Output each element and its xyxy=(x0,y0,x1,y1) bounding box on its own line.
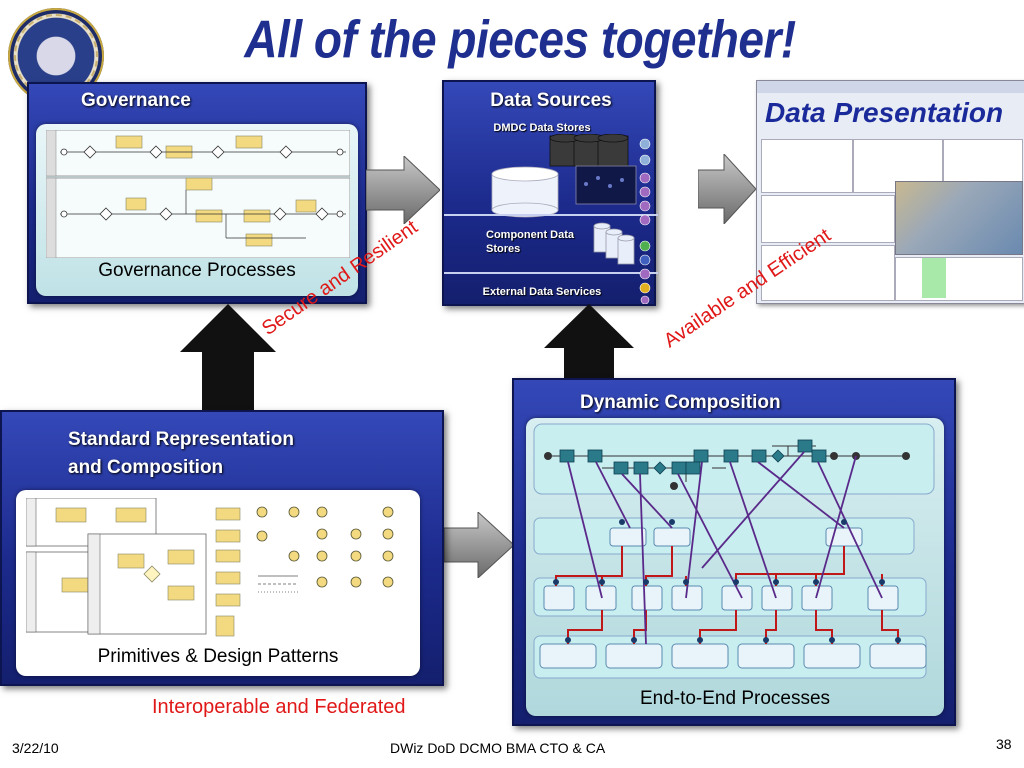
data-sources-panel: Data Sources DMDC Data Stores Component … xyxy=(442,80,658,306)
governance-caption: Governance Processes xyxy=(98,260,296,281)
standard-caption: Primitives & Design Patterns xyxy=(97,646,339,667)
footer-date: 3/22/10 xyxy=(12,740,59,756)
arrow-standard-to-dynamic xyxy=(444,512,514,578)
dynamic-composition-panel: Dynamic Composition xyxy=(512,378,956,726)
standard-title: Standard Representation and Composition xyxy=(68,426,294,482)
footer-center: DWiz DoD DCMO BMA CTO & CA xyxy=(390,740,606,756)
governance-title: Governance xyxy=(81,90,191,111)
governance-diagram-frame: Governance Processes xyxy=(36,124,358,296)
standard-representation-panel: Standard Representation and Composition xyxy=(0,410,444,686)
arrow-data-to-presentation xyxy=(698,154,756,224)
divider-1 xyxy=(444,214,658,216)
screenshot-panel-opr xyxy=(761,139,853,193)
dynamic-composition-diagram xyxy=(533,423,935,679)
data-source-status-dots xyxy=(639,138,651,304)
external-label: External Data Services xyxy=(482,286,602,298)
dmdc-data-stores-graphic xyxy=(491,134,637,218)
black-arrow-up-left xyxy=(180,304,276,410)
screenshot-panel-wiki xyxy=(761,195,895,243)
data-sources-title: Data Sources xyxy=(490,90,612,111)
dmdc-label: DMDC Data Stores xyxy=(493,122,591,134)
standard-title-line1: Standard Representation xyxy=(68,429,294,450)
divider-2 xyxy=(444,272,658,274)
screenshot-image-strip xyxy=(895,257,1023,301)
primitives-frame: Primitives & Design Patterns xyxy=(16,490,420,676)
end-to-end-frame: End-to-End Processes xyxy=(526,418,944,716)
standard-title-line2: and Composition xyxy=(68,457,224,478)
dynamic-caption: End-to-End Processes xyxy=(639,688,831,709)
page-number: 38 xyxy=(996,736,1012,752)
arrow-gov-to-data xyxy=(366,156,440,224)
annotation-interoperable: Interoperable and Federated xyxy=(152,696,406,718)
component-data-stores-graphic xyxy=(593,222,635,265)
governance-process-diagram xyxy=(46,130,350,258)
slide-title: All of the pieces together! xyxy=(244,9,796,69)
primitives-diagram xyxy=(26,498,394,637)
data-presentation-screenshot: Data Presentation xyxy=(756,80,1024,304)
screenshot-titlebar xyxy=(757,81,1024,93)
screenshot-map xyxy=(895,181,1023,255)
data-presentation-title: Data Presentation xyxy=(765,97,1004,128)
dynamic-title: Dynamic Composition xyxy=(580,392,781,413)
component-label: Component Data Stores xyxy=(486,229,574,255)
screenshot-panel-related xyxy=(761,245,895,301)
screenshot-highlight-cell xyxy=(922,258,946,298)
governance-panel: Governance Governance Processes xyxy=(27,82,367,304)
black-arrow-up-right xyxy=(544,304,634,380)
